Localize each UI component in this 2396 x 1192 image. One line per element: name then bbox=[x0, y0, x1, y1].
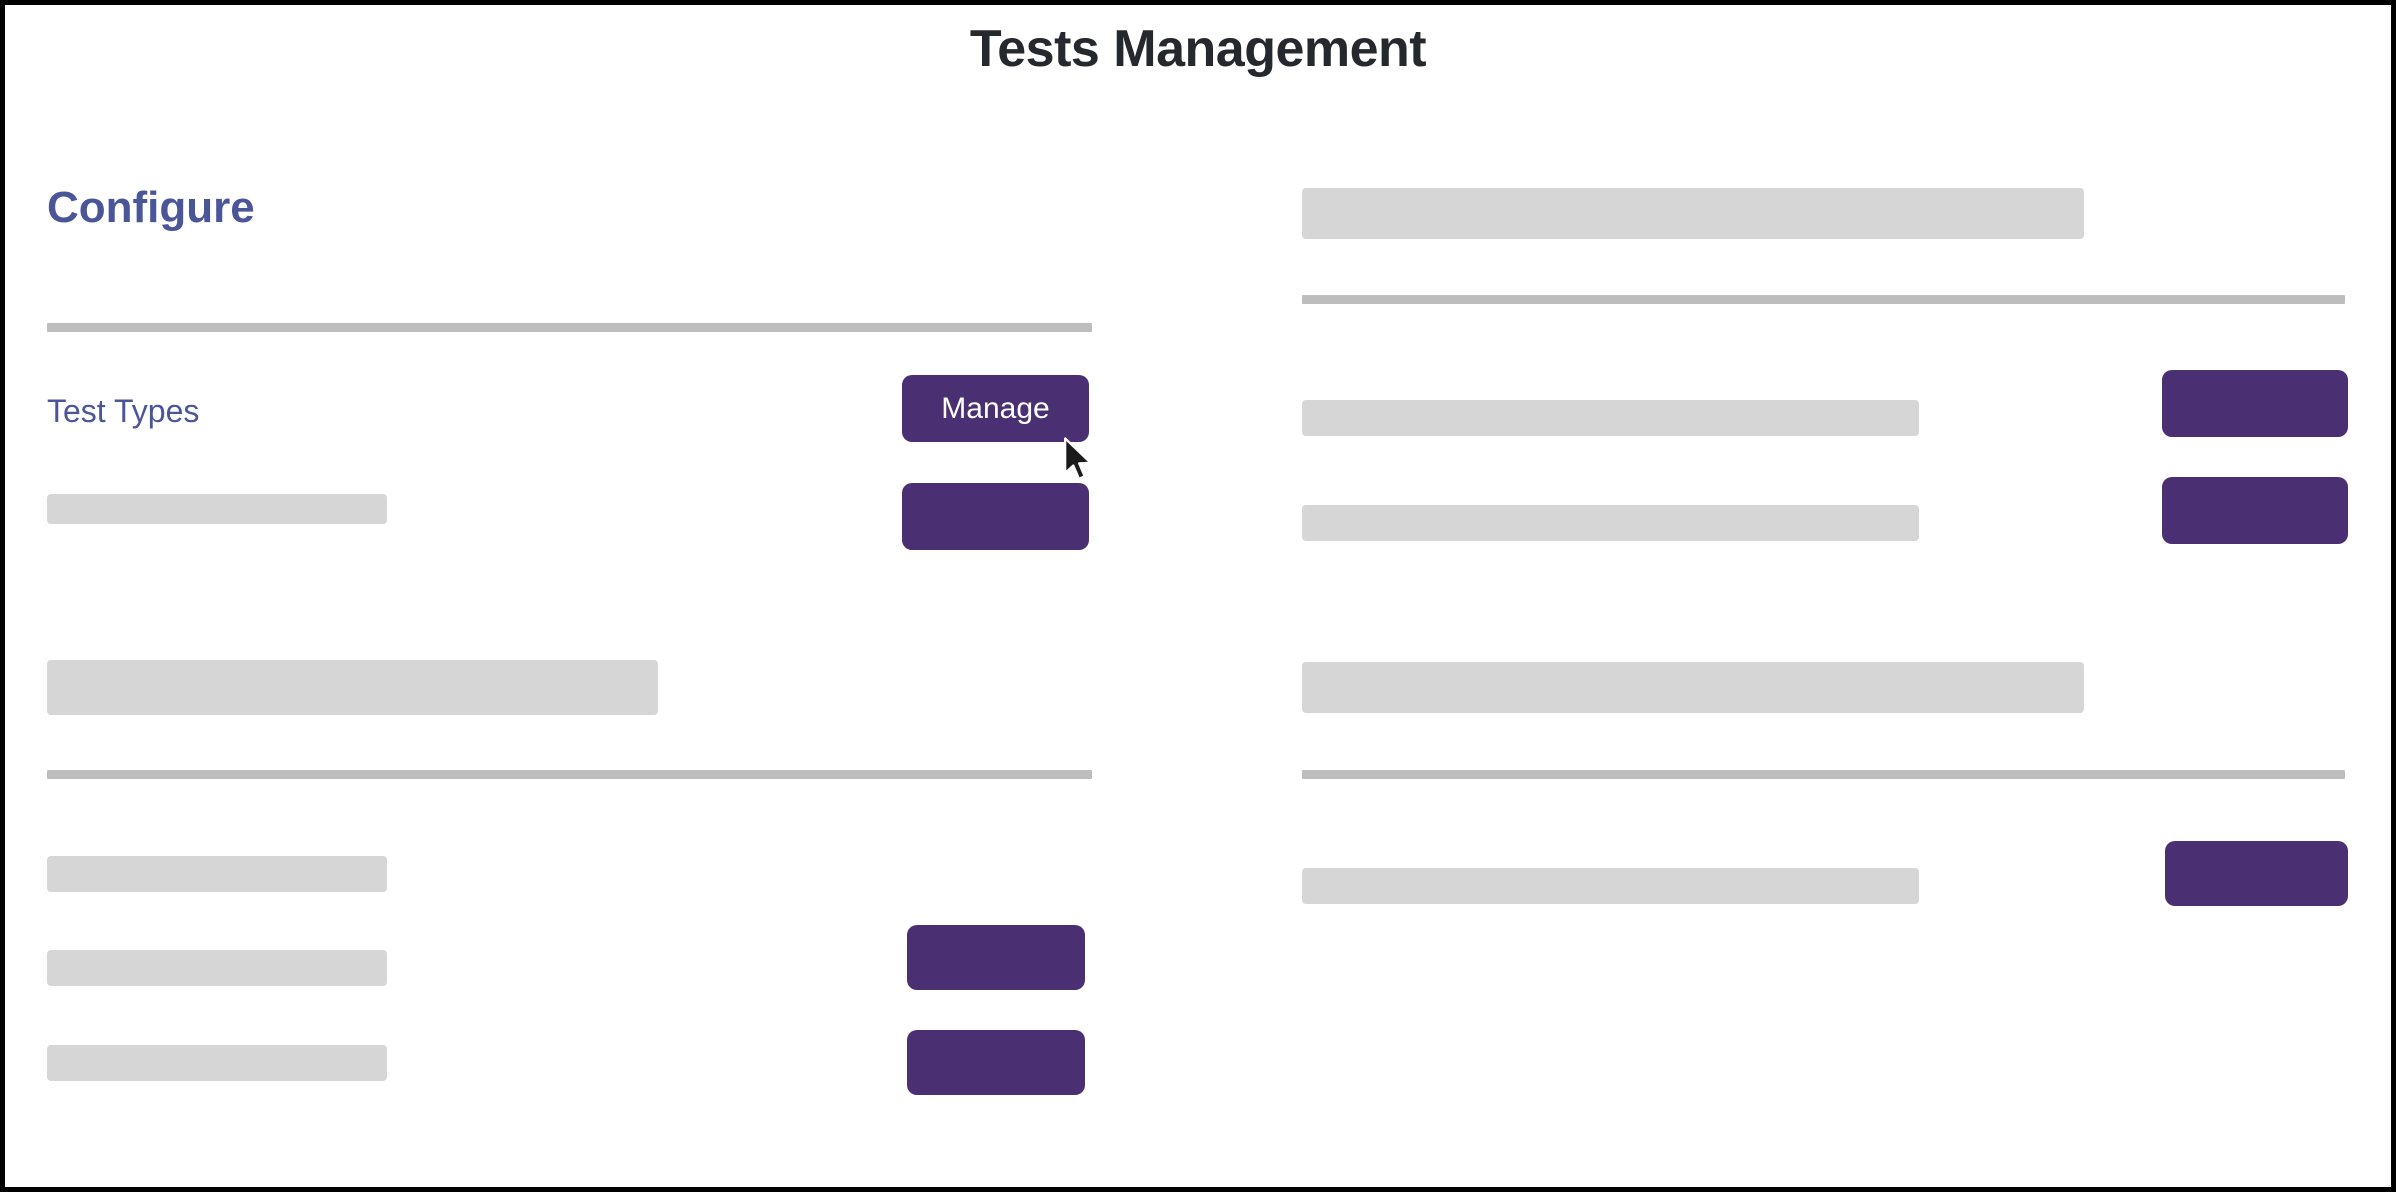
section-divider-right-1 bbox=[1302, 295, 2345, 304]
skeleton-bar bbox=[47, 494, 387, 524]
skeleton-bar bbox=[47, 856, 387, 892]
action-button-right-1[interactable] bbox=[2162, 370, 2348, 437]
skeleton-bar bbox=[47, 660, 658, 715]
action-button-left-4[interactable] bbox=[907, 1030, 1085, 1095]
skeleton-bar bbox=[1302, 400, 1919, 436]
action-button-right-2[interactable] bbox=[2162, 477, 2348, 544]
section-divider-right-2 bbox=[1302, 770, 2345, 779]
action-button-left-3[interactable] bbox=[907, 925, 1085, 990]
test-types-label: Test Types bbox=[47, 393, 200, 429]
mouse-pointer-icon bbox=[1064, 437, 1092, 480]
manage-button[interactable]: Manage bbox=[902, 375, 1089, 442]
action-button-right-3[interactable] bbox=[2165, 841, 2348, 906]
skeleton-bar bbox=[1302, 868, 1919, 904]
section-divider-left-1 bbox=[47, 323, 1092, 332]
configure-heading: Configure bbox=[47, 183, 255, 232]
skeleton-bar bbox=[1302, 505, 1919, 541]
skeleton-bar bbox=[1302, 662, 2084, 713]
section-divider-left-2 bbox=[47, 770, 1092, 779]
skeleton-bar bbox=[47, 1045, 387, 1081]
page-title: Tests Management bbox=[969, 20, 1427, 78]
skeleton-bar bbox=[1302, 188, 2084, 239]
skeleton-bar bbox=[47, 950, 387, 986]
action-button-left-2[interactable] bbox=[902, 483, 1089, 550]
